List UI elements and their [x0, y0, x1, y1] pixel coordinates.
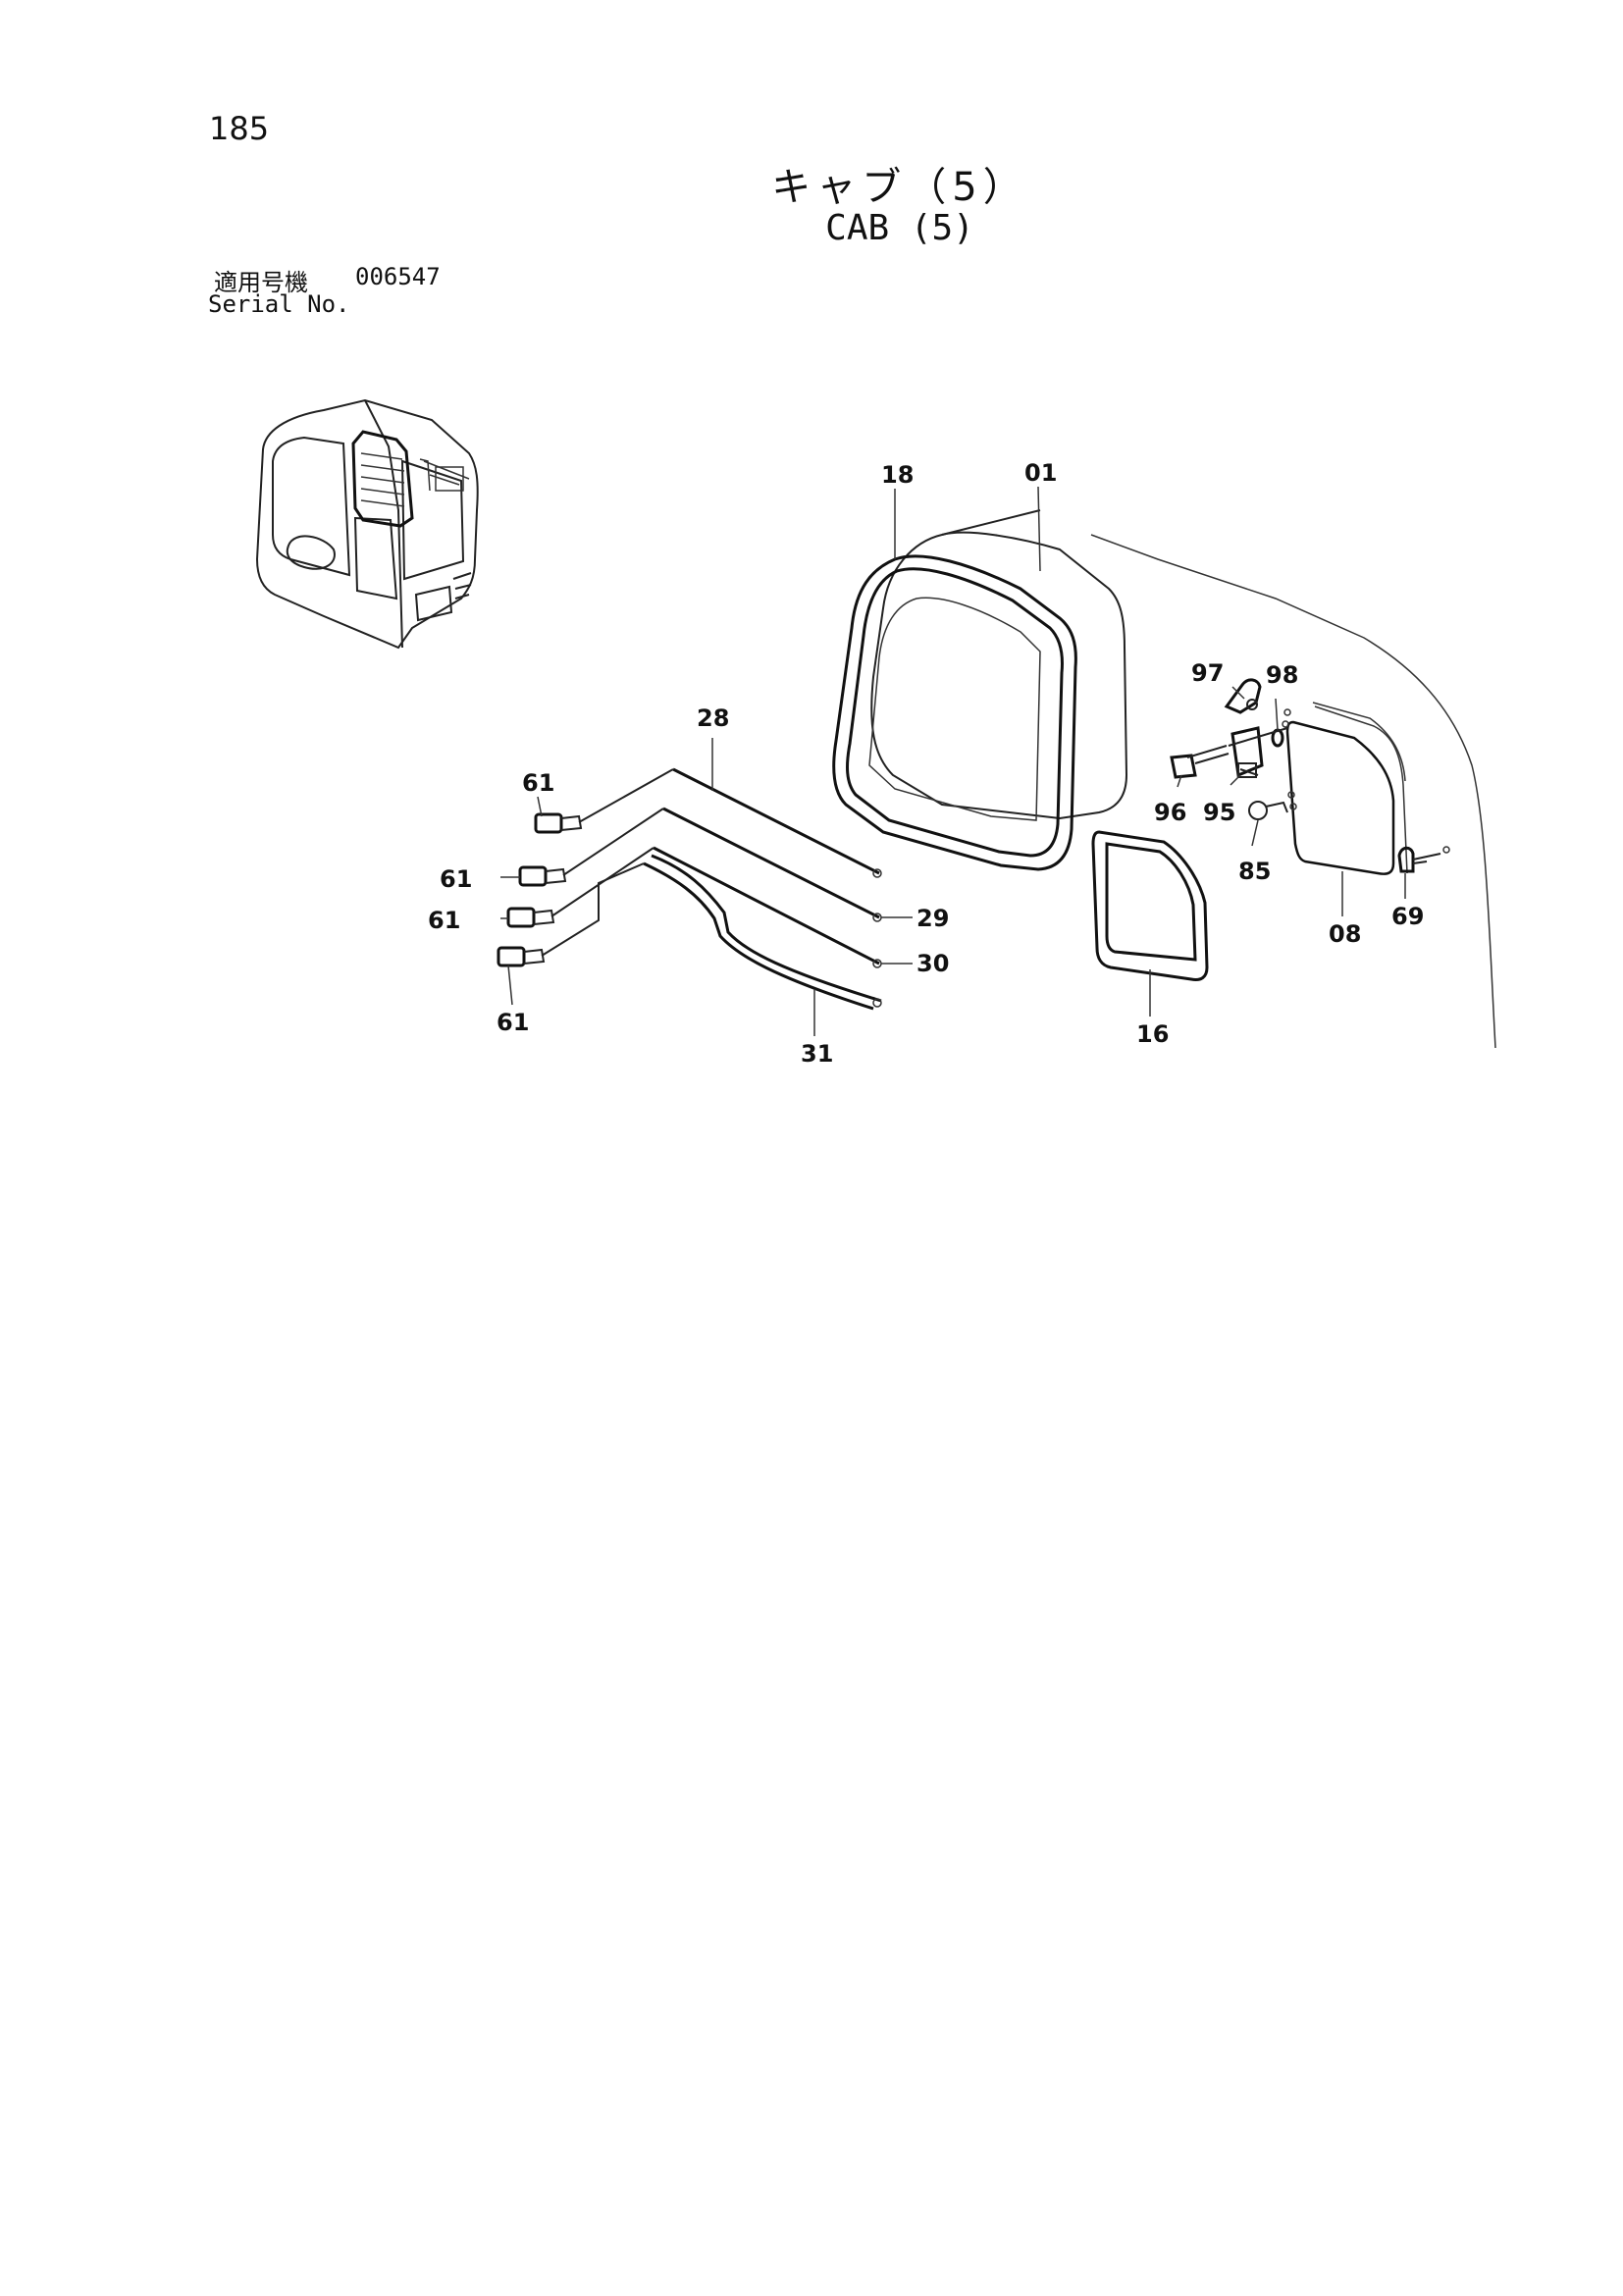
part-97-bracket — [1224, 678, 1262, 714]
callout-61-top: 61 — [522, 769, 554, 797]
part-01-window-glass — [870, 509, 1128, 820]
part-18-weatherstrip — [832, 554, 1077, 871]
callout-29: 29 — [916, 905, 949, 932]
callout-97: 97 — [1191, 659, 1224, 687]
callout-95: 95 — [1203, 799, 1235, 826]
callout-18: 18 — [881, 461, 914, 489]
callout-labels: 18 01 97 98 28 61 61 61 61 96 95 85 08 6… — [428, 459, 1424, 1068]
callout-31: 31 — [801, 1040, 833, 1068]
part-96-screw — [1170, 754, 1197, 779]
callout-85: 85 — [1238, 858, 1271, 885]
callout-01: 01 — [1024, 459, 1057, 487]
callout-61-bottom: 61 — [497, 1009, 529, 1036]
cab-body-outline — [1090, 534, 1496, 1049]
callout-08: 08 — [1329, 920, 1361, 948]
part-85-knob — [1248, 801, 1268, 820]
title-english: CAB (5) — [825, 208, 974, 248]
page-number: 185 — [209, 110, 270, 147]
callout-98: 98 — [1266, 661, 1298, 689]
rods — [643, 767, 882, 1011]
callout-69: 69 — [1391, 903, 1424, 930]
part-30-rod — [653, 846, 880, 965]
part-16-small-seal — [1091, 830, 1209, 981]
serial-value: 006547 — [355, 263, 441, 290]
part-31-rod — [651, 854, 882, 1003]
bolts-61 — [497, 768, 674, 967]
part-29-rod — [662, 807, 880, 919]
latch-hardware — [1170, 678, 1450, 873]
cab-overview-thumbnail — [255, 398, 479, 650]
callout-16: 16 — [1136, 1020, 1169, 1048]
part-08-side-glass — [1285, 702, 1406, 875]
part-69-knob — [1397, 846, 1415, 873]
title-japanese: キャブ（5） — [771, 165, 1028, 210]
callout-61-second: 61 — [440, 865, 472, 893]
part-95-latch — [1230, 726, 1264, 778]
callout-30: 30 — [916, 950, 949, 977]
highlighted-window-thumbnail — [351, 430, 414, 528]
callout-28: 28 — [697, 704, 729, 732]
leader-lines — [500, 486, 1406, 1036]
serial-label-english: Serial No. — [208, 290, 350, 318]
callout-96: 96 — [1154, 799, 1186, 826]
callout-61-third: 61 — [428, 907, 460, 934]
serial-label-japanese: 適用号機 — [214, 269, 308, 296]
part-28-rod — [672, 767, 880, 875]
